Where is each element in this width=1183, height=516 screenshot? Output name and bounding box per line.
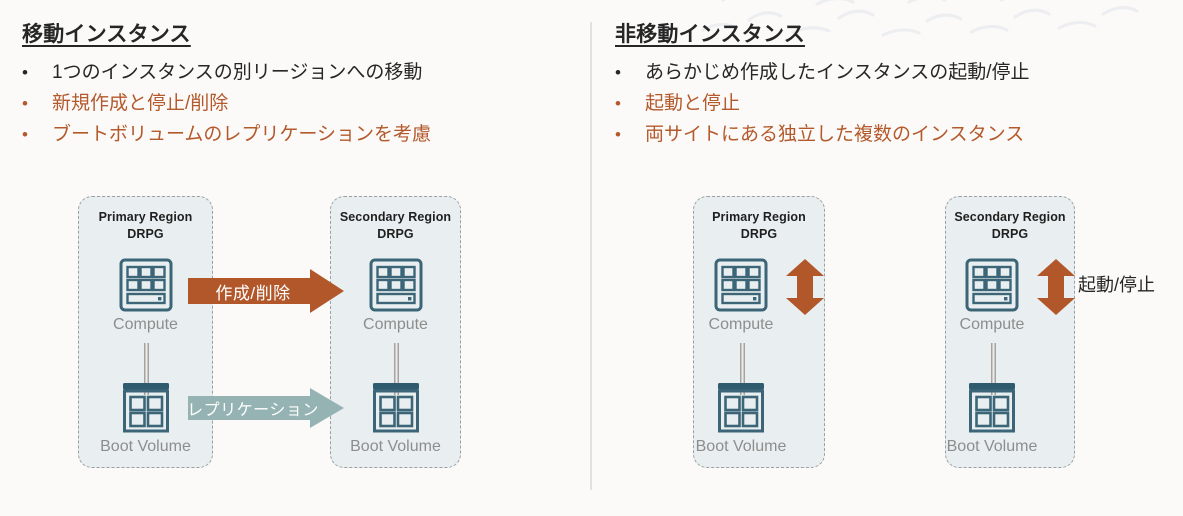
right-column-text: 非移動インスタンス • あらかじめ作成したインスタンスの起動/停止 • 起動と停…: [615, 18, 1170, 150]
left-bullet-list: • 1つのインスタンスの別リージョンへの移動 • 新規作成と停止/削除 • ブー…: [22, 57, 572, 150]
node-caption-compute: Compute: [708, 316, 774, 333]
node-caption-boot-volume: Boot Volume: [350, 438, 441, 455]
column-divider: [590, 22, 592, 490]
list-item: • ブートボリュームのレプリケーションを考慮: [22, 119, 572, 150]
region-box-left-secondary: Secondary Region DRPG Compute: [330, 196, 461, 468]
region-title-line2: DRPG: [991, 227, 1029, 241]
region-title-left-primary: Primary Region DRPG: [79, 209, 212, 243]
list-item: • 1つのインスタンスの別リージョンへの移動: [22, 57, 572, 88]
start-stop-label: 起動/停止: [1078, 275, 1156, 295]
region-title-line2: DRPG: [377, 227, 414, 241]
bullet-text: 両サイトにある独立した複数のインスタンス: [645, 124, 1025, 145]
boot-volume-icon: [969, 383, 1015, 433]
compute-icon: [714, 258, 768, 312]
region-title-line1: Secondary Region: [339, 210, 452, 224]
region-title-line1: Secondary Region: [954, 210, 1066, 224]
arrow-shape-updown: [1037, 259, 1075, 315]
region-box-left-primary: Primary Region DRPG Compute: [78, 196, 213, 468]
arrow-shape-right: [188, 269, 344, 313]
region-title-right-secondary: Secondary Region DRPG: [946, 209, 1074, 243]
bullet-dot: •: [615, 125, 621, 144]
node-caption-compute: Compute: [363, 316, 428, 333]
replication-arrow: レプリケーション: [187, 388, 344, 428]
node-boot-volume-right-primary: Boot Volume: [676, 379, 806, 457]
bullet-dot: •: [615, 63, 621, 82]
bullet-dot: •: [22, 125, 28, 144]
start-stop-arrow-secondary: [1037, 259, 1075, 315]
right-column-heading: 非移動インスタンス: [615, 23, 805, 46]
list-item: • 両サイトにある独立した複数のインスタンス: [615, 119, 1170, 150]
region-box-right-secondary: Secondary Region DRPG Compute: [945, 196, 1075, 468]
boot-volume-icon: [122, 383, 169, 433]
bullet-dot: •: [22, 94, 28, 113]
arrow-shape-right: [188, 388, 344, 428]
region-title-line2: DRPG: [127, 227, 164, 241]
list-item: • あらかじめ作成したインスタンスの起動/停止: [615, 57, 1170, 88]
node-compute-left-secondary: Compute: [331, 257, 460, 335]
left-column-text: 移動インスタンス • 1つのインスタンスの別リージョンへの移動 • 新規作成と停…: [22, 18, 572, 150]
left-column-heading: 移動インスタンス: [22, 23, 191, 46]
node-caption-boot-volume: Boot Volume: [695, 438, 787, 455]
node-compute-right-primary: Compute: [676, 257, 806, 335]
region-box-right-primary: Primary Region DRPG Compute: [693, 196, 825, 468]
node-compute-right-secondary: Compute: [928, 257, 1056, 335]
region-title-line1: Primary Region: [98, 210, 193, 224]
bullet-dot: •: [615, 94, 621, 113]
connector-line-right-primary: [740, 343, 745, 395]
right-bullet-list: • あらかじめ作成したインスタンスの起動/停止 • 起動と停止 • 両サイトにあ…: [615, 57, 1170, 150]
compute-icon: [119, 258, 172, 312]
region-title-line2: DRPG: [740, 227, 778, 241]
node-boot-volume-left-primary: Boot Volume: [79, 379, 212, 457]
start-stop-arrow-primary: [786, 259, 824, 315]
region-title-line1: Primary Region: [712, 210, 806, 224]
node-caption-boot-volume: Boot Volume: [100, 438, 191, 455]
compute-icon: [369, 258, 422, 312]
arrow-shape-updown: [786, 259, 824, 315]
list-item: • 新規作成と停止/削除: [22, 88, 572, 119]
node-boot-volume-right-secondary: Boot Volume: [928, 379, 1056, 457]
create-delete-arrow-label: 作成/削除: [215, 283, 291, 303]
replication-arrow-label: レプリケーション: [187, 402, 319, 419]
bullet-text: あらかじめ作成したインスタンスの起動/停止: [645, 62, 1030, 83]
create-delete-arrow: 作成/削除: [188, 269, 344, 313]
compute-icon: [965, 258, 1019, 312]
bullet-text: ブートボリュームのレプリケーションを考慮: [52, 124, 432, 145]
node-boot-volume-left-secondary: Boot Volume: [331, 379, 460, 457]
connector-line-left-secondary: [394, 343, 399, 395]
bullet-text: 起動と停止: [645, 93, 741, 114]
connector-line-right-secondary: [991, 343, 996, 395]
node-caption-compute: Compute: [113, 316, 178, 333]
connector-line-left-primary: [144, 343, 149, 395]
node-compute-left-primary: Compute: [79, 257, 212, 335]
boot-volume-icon: [718, 383, 764, 433]
region-title-left-secondary: Secondary Region DRPG: [331, 209, 460, 243]
bullet-text: 新規作成と停止/削除: [52, 93, 229, 114]
node-caption-boot-volume: Boot Volume: [946, 438, 1038, 455]
bullet-text: 1つのインスタンスの別リージョンへの移動: [52, 62, 423, 83]
region-title-right-primary: Primary Region DRPG: [694, 209, 824, 243]
boot-volume-icon: [372, 383, 419, 433]
node-caption-compute: Compute: [959, 316, 1025, 333]
list-item: • 起動と停止: [615, 88, 1170, 119]
bullet-dot: •: [22, 63, 28, 82]
